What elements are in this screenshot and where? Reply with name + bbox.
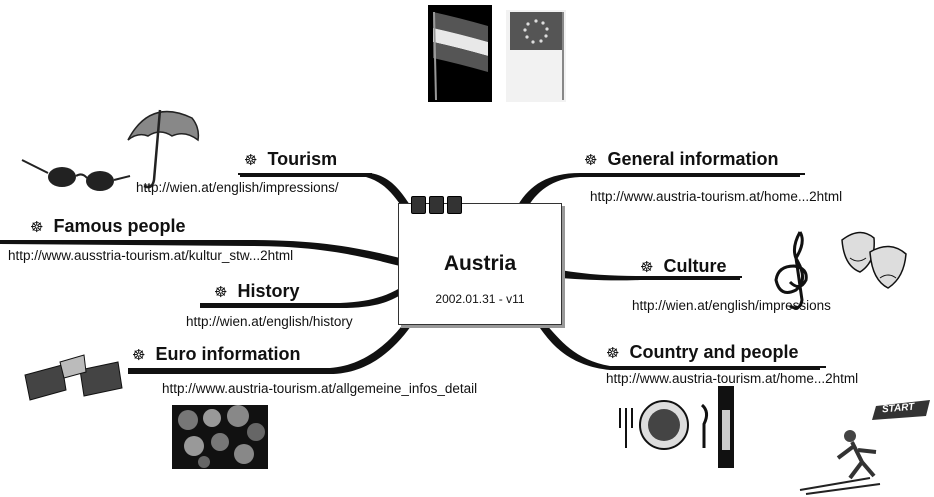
topic-tourism[interactable]: ☸ Tourism xyxy=(244,149,337,170)
topic-underlines xyxy=(20,173,826,370)
branch-general xyxy=(518,173,800,210)
link-tourism[interactable]: http://wien.at/english/impressions/ xyxy=(136,180,339,195)
start-sign-icon xyxy=(872,400,930,420)
money-bills-icon xyxy=(24,354,123,401)
link-culture[interactable]: http://wien.at/english/impressions xyxy=(632,298,831,313)
gear-bullet-icon: ☸ xyxy=(606,344,620,362)
gear-bullet-icon: ☸ xyxy=(244,151,258,169)
topic-label: Tourism xyxy=(267,149,338,169)
branch-famous xyxy=(0,240,400,266)
link-famous-people[interactable]: http://www.ausstria-tourism.at/kultur_st… xyxy=(8,248,294,263)
gear-bullet-icon: ☸ xyxy=(584,151,598,169)
topic-label: Famous people xyxy=(53,216,186,236)
austria-flag-image xyxy=(428,5,492,102)
topic-label: History xyxy=(237,281,300,301)
link-general-information[interactable]: http://www.austria-tourism.at/home...2ht… xyxy=(590,189,843,204)
topic-history[interactable]: ☸ History xyxy=(214,281,299,302)
theater-masks-icon xyxy=(841,231,907,289)
branch-tourism xyxy=(240,173,410,210)
gear-bullet-icon: ☸ xyxy=(640,258,654,276)
topic-label: Euro information xyxy=(155,344,301,364)
paperclip-icon xyxy=(429,196,444,214)
topic-euro-information[interactable]: ☸ Euro information xyxy=(132,344,300,365)
euro-coins-image xyxy=(172,405,268,469)
central-title: Austria xyxy=(443,252,517,275)
link-euro-information[interactable]: http://www.austria-tourism.at/allgemeine… xyxy=(162,381,478,396)
sunglasses-icon xyxy=(21,159,131,191)
gear-bullet-icon: ☸ xyxy=(214,283,228,301)
umbrella-icon xyxy=(127,109,200,189)
gear-bullet-icon: ☸ xyxy=(30,218,44,236)
central-subtitle: 2002.01.31 - v11 xyxy=(435,292,525,306)
bottle-image xyxy=(718,386,734,468)
central-topic[interactable]: Austria 2002.01.31 - v11 xyxy=(398,196,562,325)
link-country-and-people[interactable]: http://www.austria-tourism.at/home...2ht… xyxy=(606,371,859,386)
topic-label: Country and people xyxy=(629,342,799,362)
skier-icon xyxy=(799,430,881,495)
eu-flag-image xyxy=(506,10,566,102)
plate-and-cutlery-icon xyxy=(619,400,709,450)
topic-famous-people[interactable]: ☸ Famous people xyxy=(30,216,185,237)
topic-country-and-people[interactable]: ☸ Country and people xyxy=(606,342,798,363)
paperclip-icon xyxy=(447,196,462,214)
link-history[interactable]: http://wien.at/english/history xyxy=(186,314,353,329)
paperclip-icon xyxy=(411,196,426,214)
topic-culture[interactable]: ☸ Culture xyxy=(640,256,726,277)
treble-clef-icon xyxy=(774,231,808,310)
topic-label: General information xyxy=(607,149,779,169)
gear-bullet-icon: ☸ xyxy=(132,346,146,364)
topic-general-information[interactable]: ☸ General information xyxy=(584,149,778,170)
topic-label: Culture xyxy=(663,256,727,276)
